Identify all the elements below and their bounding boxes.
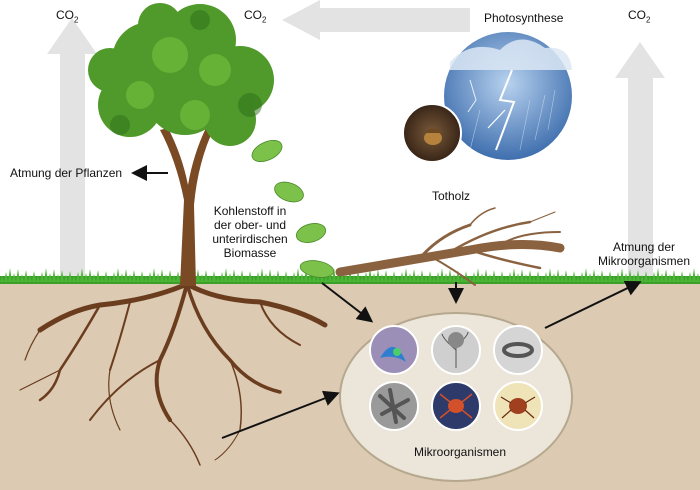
photosynthesis-label: Photosynthese bbox=[484, 11, 564, 25]
tree bbox=[88, 3, 274, 286]
co2-label-right: CO2 bbox=[628, 8, 651, 25]
co2-left-arrow-top bbox=[282, 0, 470, 40]
co2-label-left: CO2 bbox=[56, 8, 79, 25]
arrow-microbial-respiration bbox=[544, 281, 642, 329]
co2-up-arrow-right bbox=[615, 42, 665, 280]
photosynthesis-sky-icon bbox=[444, 32, 572, 160]
acorn-soil-photo bbox=[402, 103, 462, 163]
biomass-carbon-label: Kohlenstoff in der ober- und unterirdisc… bbox=[212, 204, 288, 260]
co2-label-middle: CO2 bbox=[244, 8, 267, 25]
microbe-bacteria-rods-icon bbox=[369, 381, 419, 431]
tree-roots bbox=[19, 281, 328, 466]
plant-respiration-label: Atmung der Pflanzen bbox=[10, 166, 123, 180]
arrow-leaves-to-microbes bbox=[321, 282, 374, 323]
grass-line bbox=[0, 268, 700, 284]
deadwood bbox=[335, 207, 565, 286]
deadwood-label: Totholz bbox=[432, 189, 471, 203]
microbe-blue-cell-icon bbox=[369, 325, 419, 375]
microbe-ring-icon bbox=[493, 325, 543, 375]
microbial-respiration-label: Atmung der Mikroorganismen bbox=[597, 240, 691, 268]
falling-leaves bbox=[251, 140, 335, 278]
microbe-red-mite-icon bbox=[431, 381, 481, 431]
microbe-mite-icon bbox=[493, 381, 543, 431]
arrow-roots-to-microbes bbox=[221, 390, 340, 439]
co2-up-arrow-left bbox=[47, 18, 97, 280]
microbe-grid bbox=[369, 325, 543, 431]
microorganisms-label: Mikroorganismen bbox=[414, 445, 507, 459]
microbe-fungus-icon bbox=[431, 325, 481, 375]
